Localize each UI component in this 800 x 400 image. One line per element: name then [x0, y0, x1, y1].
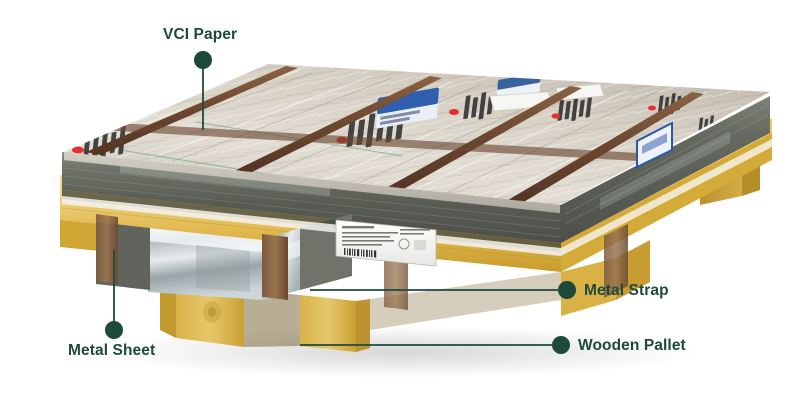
callout-dots	[105, 51, 576, 354]
metal-strap-2	[236, 76, 442, 173]
metal-strap-vertical-1	[262, 234, 288, 300]
metal-strap-4	[508, 92, 704, 203]
metal-sheet-stack	[62, 96, 770, 300]
callout-label-metal-strap: Metal Strap	[584, 282, 669, 299]
shipping-label-barcode	[344, 248, 377, 258]
shipping-label	[335, 219, 437, 267]
export-sticker	[636, 121, 673, 169]
metal-strap-3	[386, 86, 582, 191]
metal-strap-1	[86, 66, 298, 155]
callout-label-vci-paper: VCI Paper	[163, 26, 238, 43]
callout-label-wooden-pallet: Wooden Pallet	[578, 337, 686, 354]
dot-vci-paper	[194, 51, 212, 69]
dot-metal-strap	[558, 281, 576, 299]
metal-sheet-right-face	[561, 96, 770, 243]
pallet-leg-front-middle	[300, 295, 370, 352]
vci-paper-wrap	[64, 64, 770, 310]
metal-sheet-front-face	[62, 152, 561, 243]
callout-label-metal-sheet: Metal Sheet	[68, 342, 156, 359]
metal-strap-vertical-4	[604, 224, 628, 298]
callout-leaders	[113, 69, 558, 346]
dot-wooden-pallet	[552, 336, 570, 354]
metal-straps	[64, 66, 760, 310]
dot-metal-sheet	[105, 321, 123, 339]
metal-strap-vertical-2	[96, 214, 118, 284]
metal-sheet-bright-end	[148, 228, 300, 300]
